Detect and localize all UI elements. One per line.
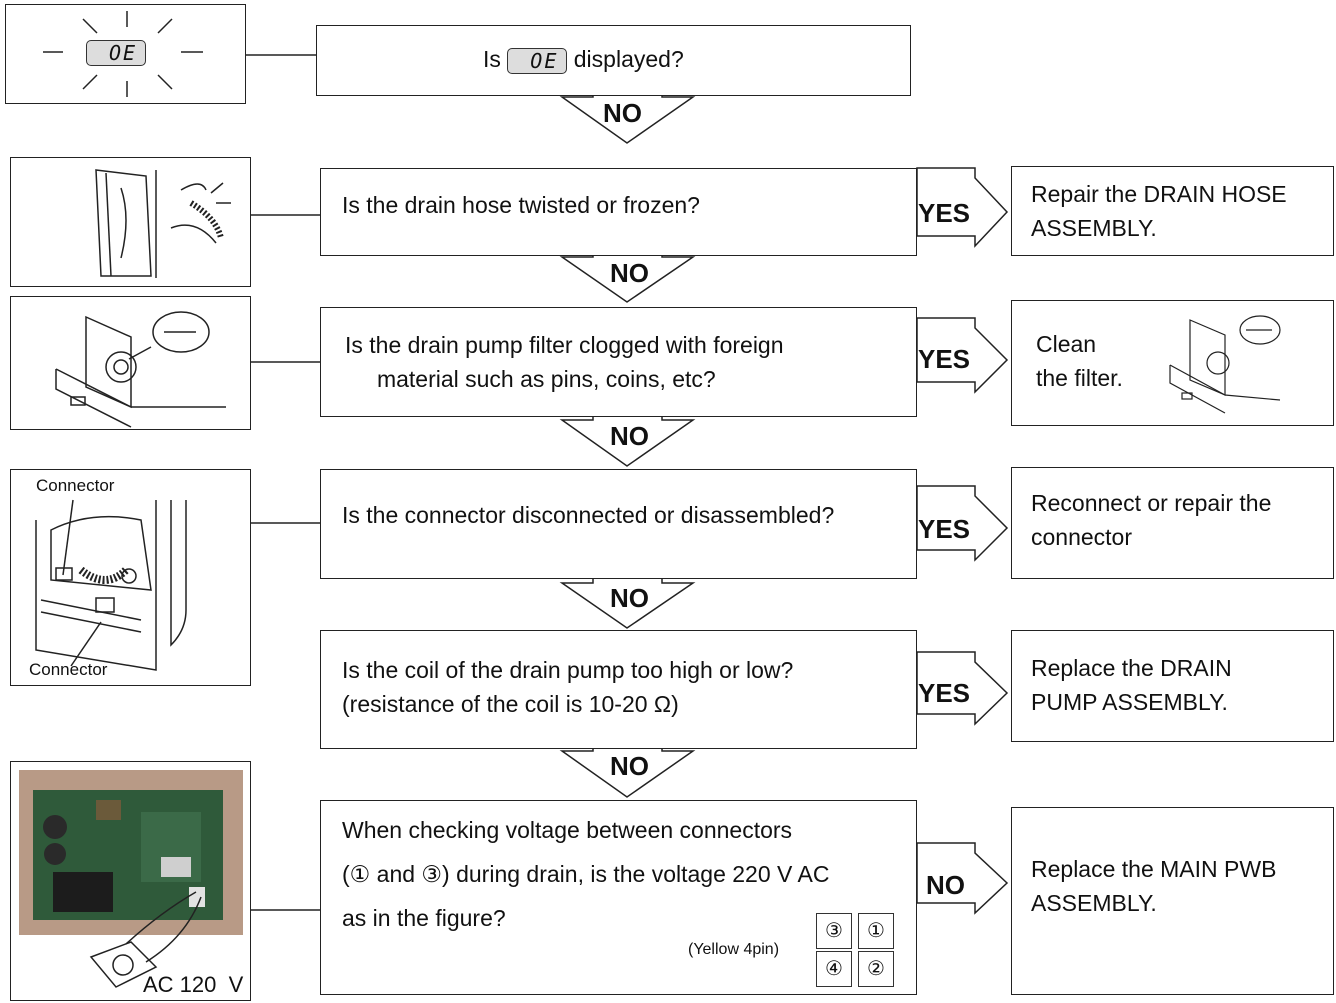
no-label: NO: [603, 98, 642, 128]
pin-connector-label: (Yellow 4pin): [688, 941, 780, 958]
connector-label-top: Connector: [36, 476, 115, 495]
pin-4: ④: [816, 951, 852, 987]
lcd-display: OE: [86, 40, 147, 66]
step5-answer: Replace the MAIN PWB ASSEMBLY.: [1031, 856, 1277, 916]
yes-label: YES: [918, 198, 971, 228]
drain-hose-image: [10, 157, 251, 287]
step5-answer-box: Replace the MAIN PWB ASSEMBLY.: [1011, 807, 1334, 995]
step1-question: Is the drain hose twisted or frozen?: [342, 192, 700, 218]
step1-answer-box: Repair the DRAIN HOSE ASSEMBLY.: [1011, 166, 1334, 256]
yes-label: YES: [918, 514, 971, 544]
yes-label: YES: [918, 344, 971, 374]
no-label: NO: [926, 870, 965, 900]
step4-answer-box: Replace the DRAIN PUMP ASSEMBLY.: [1011, 630, 1334, 742]
step4-question: Is the coil of the drain pump too high o…: [342, 657, 794, 717]
display-blink-image: OE: [5, 4, 246, 104]
step2-question: Is the drain pump filter clogged with fo…: [345, 332, 784, 392]
step4-answer: Replace the DRAIN PUMP ASSEMBLY.: [1031, 655, 1232, 715]
step4-question-box: Is the coil of the drain pump too high o…: [320, 630, 917, 749]
pcb-illustration: [19, 770, 243, 988]
lcd-display: OE: [507, 47, 568, 74]
step0-box: Is OE displayed?: [316, 25, 911, 96]
step3-answer: Reconnect or repair the connector: [1031, 490, 1272, 550]
step5-line1: When checking voltage between connectors: [342, 817, 793, 843]
step0-text-before: Is: [483, 46, 501, 72]
blink-rays-icon: [43, 11, 203, 97]
step5-line2: (① and ③) during drain, is the voltage 2…: [342, 861, 830, 887]
yes-label: YES: [918, 678, 971, 708]
ac-voltage-label: AC 120 V: [143, 972, 244, 997]
connector-illustration: [35, 499, 187, 671]
step0-text-after: displayed?: [573, 46, 684, 72]
pin-1: ①: [858, 913, 894, 949]
step5-line3: as in the figure?: [342, 905, 506, 931]
step2-answer-box: Clean the filter.: [1011, 300, 1334, 426]
step2-question-box: Is the drain pump filter clogged with fo…: [320, 307, 917, 417]
connector-label-bottom: Connector: [29, 660, 108, 679]
drain-hose-illustration: [95, 169, 231, 278]
step1-answer: Repair the DRAIN HOSE ASSEMBLY.: [1031, 181, 1287, 241]
step2-answer: Clean the filter.: [1036, 331, 1123, 391]
main-pwb-image: AC 120 V: [10, 761, 251, 1001]
pin-2: ②: [858, 951, 894, 987]
no-label: NO: [610, 258, 649, 288]
step5-question-box: When checking voltage between connectors…: [320, 800, 917, 995]
filter-small-illustration: [1169, 315, 1281, 414]
pin-3: ③: [816, 913, 852, 949]
connector-image: Connector Connector: [10, 469, 251, 686]
no-label: NO: [610, 751, 649, 781]
step3-question: Is the connector disconnected or disasse…: [342, 502, 835, 528]
drain-filter-illustration: [55, 311, 226, 428]
step3-answer-box: Reconnect or repair the connector: [1011, 467, 1334, 579]
step3-question-box: Is the connector disconnected or disasse…: [320, 469, 917, 579]
no-label: NO: [610, 421, 649, 451]
no-label: NO: [610, 583, 649, 613]
step1-question-box: Is the drain hose twisted or frozen?: [320, 168, 917, 256]
drain-filter-image: [10, 296, 251, 430]
